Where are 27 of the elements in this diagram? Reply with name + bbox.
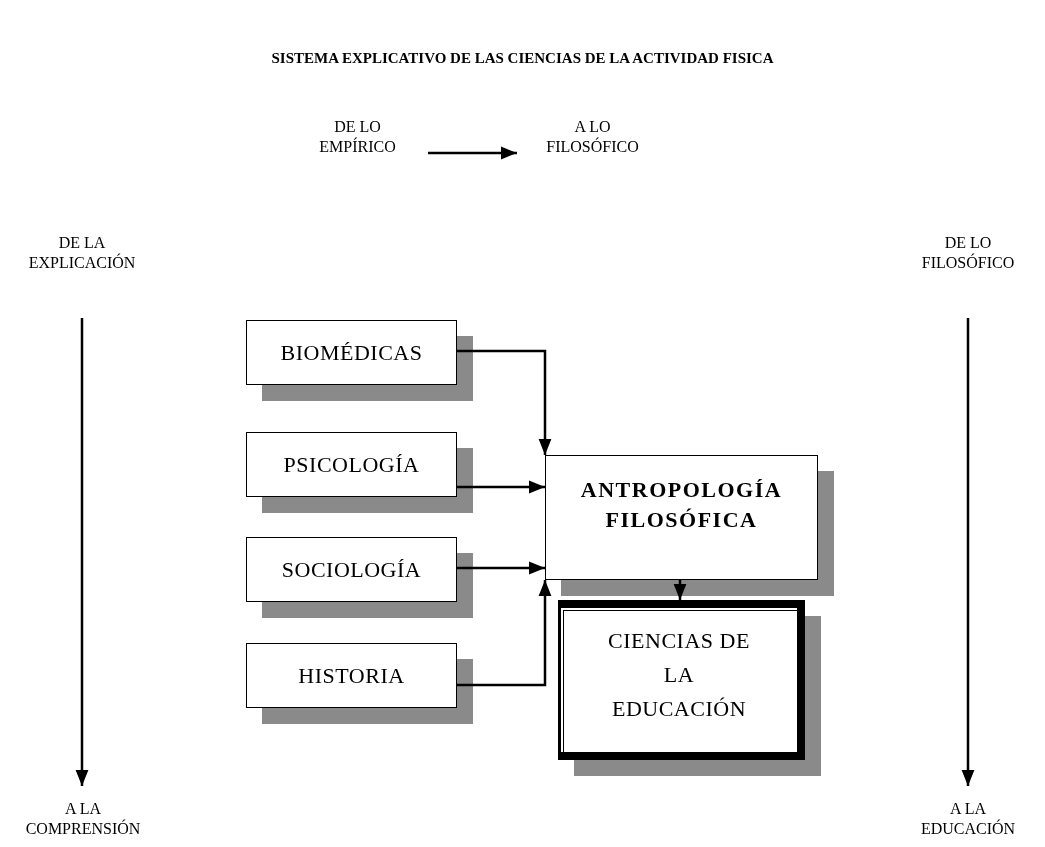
box-text: PSICOLOGÍA — [283, 450, 420, 479]
box-text: A LA EDUCACIÓN — [919, 799, 1017, 839]
arrow — [75, 318, 89, 786]
box-text: SOCIOLOGÍA — [281, 555, 422, 584]
process-box — [246, 320, 457, 385]
process-box — [545, 455, 818, 580]
box-text: ANTROPOLOGÍA FILOSÓFICA — [579, 476, 784, 534]
arrow — [961, 318, 975, 786]
arrow — [428, 146, 517, 160]
box-text: DE LA EXPLICACIÓN — [27, 233, 137, 273]
process-box — [558, 600, 805, 760]
arrow — [673, 580, 687, 600]
process-box — [246, 643, 457, 708]
box-text: BIOMÉDICAS — [280, 338, 423, 367]
arrow — [457, 480, 545, 494]
arrow — [457, 349, 552, 455]
arrow — [457, 561, 545, 575]
diagram-title: SISTEMA EXPLICATIVO DE LAS CIENCIAS DE LA ACTIVIDAD FISICA — [270, 50, 775, 67]
process-box — [246, 537, 457, 602]
process-box — [246, 432, 457, 497]
box-text: A LO FILOSÓFICO — [545, 117, 640, 157]
box-text: DE LO FILOSÓFICO — [920, 233, 1016, 273]
arrow — [457, 580, 552, 687]
box-text: HISTORIA — [298, 661, 405, 690]
box-text: CIENCIAS DE LA EDUCACIÓN — [607, 627, 751, 723]
box-text: DE LO EMPÍRICO — [318, 117, 397, 157]
box-text: A LA COMPRENSIÓN — [24, 799, 142, 839]
